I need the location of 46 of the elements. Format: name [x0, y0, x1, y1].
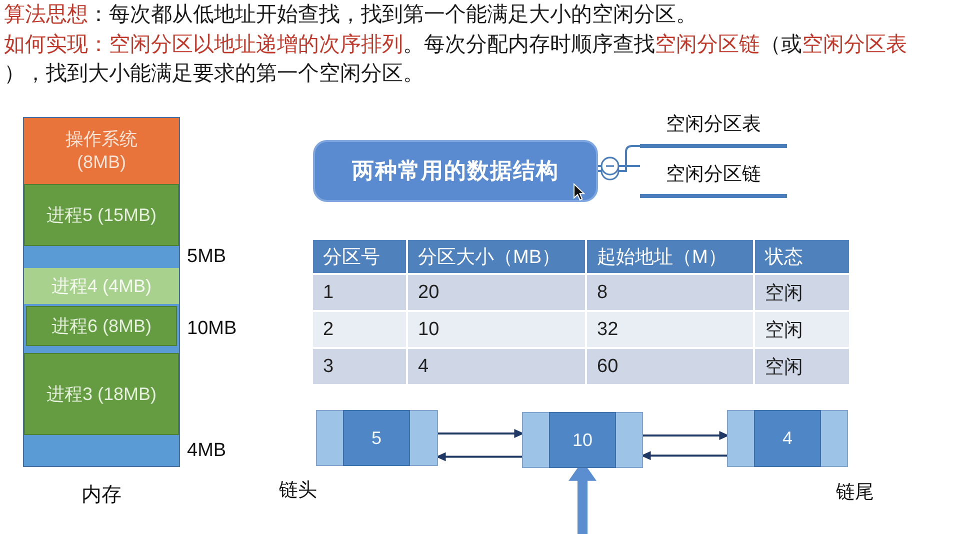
node-value: 10	[549, 412, 616, 468]
branch-topic: 空闲分区链	[640, 158, 787, 198]
body-text: 。每次分配内存时顺序查找	[403, 32, 655, 58]
body-text: ：每次都从低地址开始查找，找到第一个能满足大小的空闲分区。	[88, 2, 697, 28]
arrow	[438, 429, 524, 438]
branch-topic: 空闲分区表	[640, 108, 787, 148]
table-cell: 20	[408, 275, 585, 310]
table-cell: 60	[587, 349, 753, 384]
list-end-label: 链头	[279, 479, 317, 503]
topic-box: 两种常用的数据结构	[313, 140, 598, 202]
table-cell: 空闲	[755, 312, 849, 347]
process-block: 进程6 (8MB)	[26, 306, 177, 346]
table-cell: 32	[587, 312, 753, 347]
size-label: 4MB	[187, 438, 226, 462]
list-end-label: 链尾	[836, 481, 874, 505]
node-value: 5	[343, 410, 410, 466]
table-cell: 空闲	[755, 349, 849, 384]
process-block: 进程3 (18MB)	[24, 353, 179, 435]
node-value: 4	[754, 410, 821, 467]
table-cell: 10	[408, 312, 585, 347]
arrow	[643, 431, 730, 440]
table-header-cell: 分区大小（MB）	[408, 240, 585, 273]
table-cell: 4	[408, 349, 585, 384]
highlighted-text: 空闲分区表	[802, 32, 907, 58]
size-label: 5MB	[187, 245, 226, 269]
table-cell: 空闲	[755, 275, 849, 310]
process-block: 进程4 (4MB)	[24, 268, 179, 304]
table-cell: 8	[587, 275, 753, 310]
os-block: 操作系统 (8MB)	[24, 118, 179, 184]
column-caption: 内存	[80, 483, 122, 508]
highlighted-text: 如何实现：空闲分区以地址递增的次序排列	[4, 32, 403, 58]
table-cell: 1	[313, 275, 406, 310]
connector-line	[598, 145, 640, 180]
connector-line	[598, 156, 640, 176]
body-text: ），找到大小能满足要求的第一个空闲分区。	[4, 61, 424, 87]
size-label: 10MB	[187, 316, 237, 340]
process-block: 进程5 (15MB)	[24, 184, 179, 246]
highlighted-text: 算法思想	[4, 2, 88, 28]
table-header-cell: 状态	[755, 240, 849, 273]
table-header-cell: 起始地址（M）	[587, 240, 753, 273]
highlighted-text: 空闲分区链	[655, 32, 760, 58]
table-cell: 3	[313, 349, 406, 384]
table-cell: 2	[313, 312, 406, 347]
body-text: （或	[760, 32, 802, 58]
list-node	[522, 412, 643, 468]
table-header-cell: 分区号	[313, 240, 406, 273]
